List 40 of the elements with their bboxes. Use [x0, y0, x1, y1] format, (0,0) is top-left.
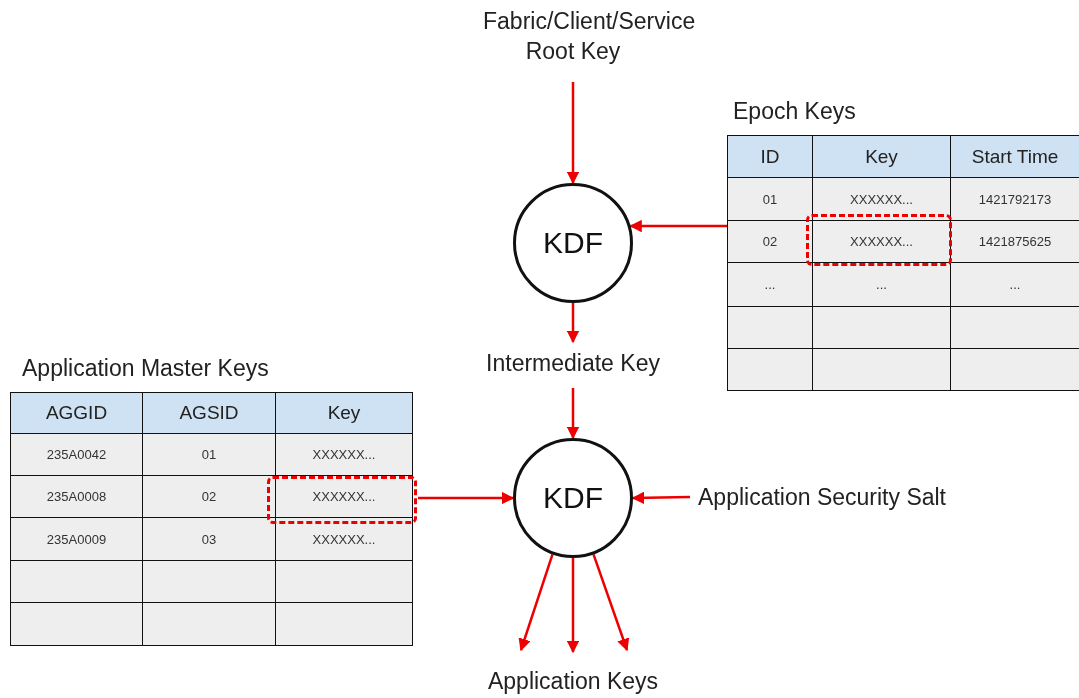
table-cell: 235A0009 — [10, 517, 143, 561]
arrow — [566, 303, 580, 344]
arrow — [518, 554, 554, 652]
header-cell: Key — [812, 135, 951, 178]
key-label: Intermediate Key — [443, 348, 703, 380]
node-label: KDF — [543, 481, 603, 515]
arrow — [566, 558, 580, 654]
table-cell: ... — [950, 262, 1079, 307]
table-cell: 01 — [142, 433, 276, 476]
arrow — [592, 553, 630, 652]
table-cell: 01 — [727, 177, 813, 221]
table-title: Application Master Keys — [22, 355, 269, 382]
table-title: Epoch Keys — [733, 98, 856, 125]
header-cell: Key — [275, 392, 413, 434]
arrow — [566, 82, 580, 185]
node-label: KDF — [543, 226, 603, 260]
table-cell: 02 — [142, 475, 276, 518]
table-cell: 235A0042 — [10, 433, 143, 476]
key-label: Application Keys — [443, 666, 703, 698]
table-cell: ... — [812, 262, 951, 307]
table-cell: 1421875625 — [950, 220, 1079, 263]
table-cell: XXXXXX... — [275, 433, 413, 476]
table-cell: ... — [727, 262, 813, 307]
table-cell: 03 — [142, 517, 276, 561]
header-cell: AGGID — [10, 392, 143, 434]
header-cell: AGSID — [142, 392, 276, 434]
table-cell: XXXXXX... — [275, 517, 413, 561]
key-label: Application Security Salt — [698, 482, 998, 514]
table-cell: XXXXXX... — [275, 475, 413, 518]
key-label: Fabric/Client/Service Root Key — [423, 6, 723, 70]
table-cell: XXXXXX... — [812, 177, 951, 221]
table-cell: 02 — [727, 220, 813, 263]
arrow — [631, 491, 691, 505]
arrow — [418, 491, 515, 505]
table-cell: 1421792173 — [950, 177, 1079, 221]
header-cell: ID — [727, 135, 813, 178]
table-cell: XXXXXX... — [812, 220, 951, 263]
table-cell: 235A0008 — [10, 475, 143, 518]
arrow — [566, 388, 580, 440]
header-cell: Start Time — [950, 135, 1079, 178]
